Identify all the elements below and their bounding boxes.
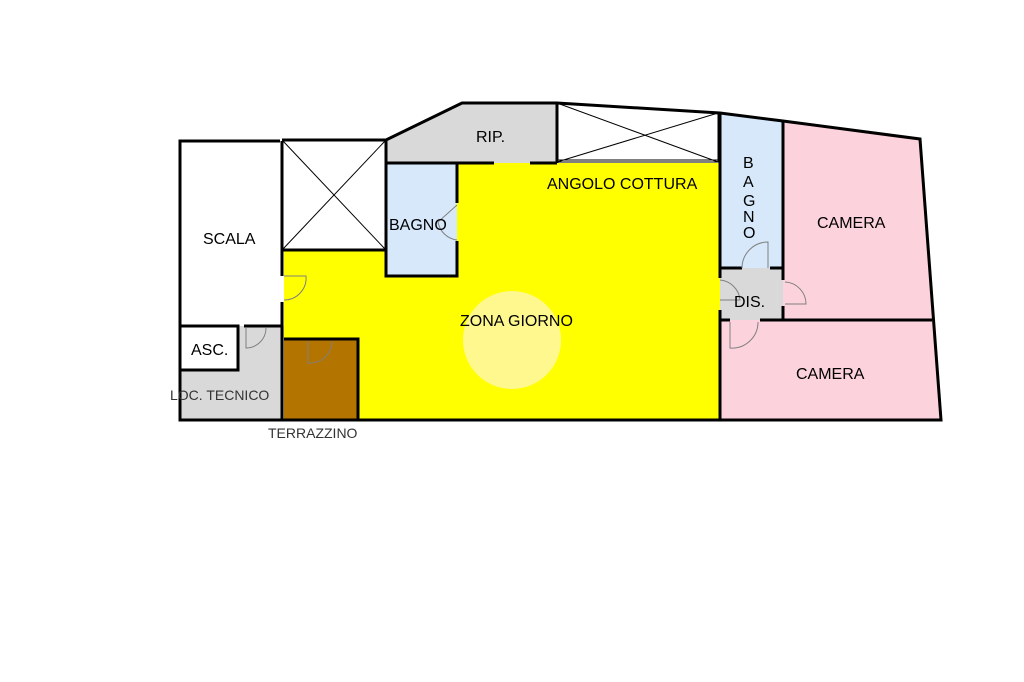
labels: SCALA ASC. LOC. TECNICO TERRAZZINO BAGNO… [170, 129, 886, 441]
room-fills [180, 103, 941, 420]
door-scala [283, 275, 307, 301]
ceiling-light [463, 291, 561, 389]
bagno-right-area [720, 113, 783, 268]
camera-top-area [783, 121, 932, 320]
camera-bottom-area [720, 320, 941, 420]
label-bagno-left: BAGNO [389, 217, 447, 234]
door-dis-camera-top [784, 281, 807, 305]
label-bagno-right-o: O [743, 225, 755, 242]
doors [245, 204, 807, 364]
label-camera-top: CAMERA [817, 215, 886, 232]
door-terrazzino [307, 340, 333, 364]
voids [282, 102, 719, 250]
label-bagno-right: B A G N O [743, 155, 755, 242]
dis-area [720, 268, 783, 320]
walls [178, 101, 943, 422]
void-left-x2 [282, 140, 386, 250]
door-dis-left [719, 279, 741, 301]
void-top-x2 [556, 112, 719, 163]
asc-area [181, 327, 238, 370]
scala-area [180, 141, 282, 326]
door-bagno-right [741, 241, 769, 269]
label-angolo-cottura: ANGOLO COTTURA [547, 176, 698, 193]
label-bagno-right-a: A [743, 174, 754, 191]
door-camera-bottom [729, 321, 759, 349]
door-asc [245, 327, 267, 349]
label-loc-tecnico: LOC. TECNICO [170, 387, 269, 403]
wall-terrazzino [284, 337, 360, 420]
label-rip: RIP. [476, 129, 505, 146]
label-terrazzino: TERRAZZINO [268, 425, 358, 441]
label-asc: ASC. [191, 342, 228, 359]
label-bagno-right-g: G [743, 193, 755, 210]
label-bagno-right-b: B [743, 155, 754, 172]
label-scala: SCALA [203, 231, 256, 248]
rip-area [386, 103, 557, 163]
wall-bagno-left [384, 140, 459, 278]
zona-giorno-area [284, 163, 720, 420]
label-zona-giorno: ZONA GIORNO [460, 313, 573, 330]
label-dis: DIS. [734, 294, 765, 311]
label-camera-bottom: CAMERA [796, 366, 865, 383]
terrazzino-area [284, 339, 358, 420]
wall-asc [180, 324, 240, 372]
door-bagno-left [437, 204, 458, 241]
label-bagno-right-n: N [743, 209, 755, 226]
void-top-x1 [556, 102, 719, 163]
bagno-left-area [386, 163, 457, 276]
